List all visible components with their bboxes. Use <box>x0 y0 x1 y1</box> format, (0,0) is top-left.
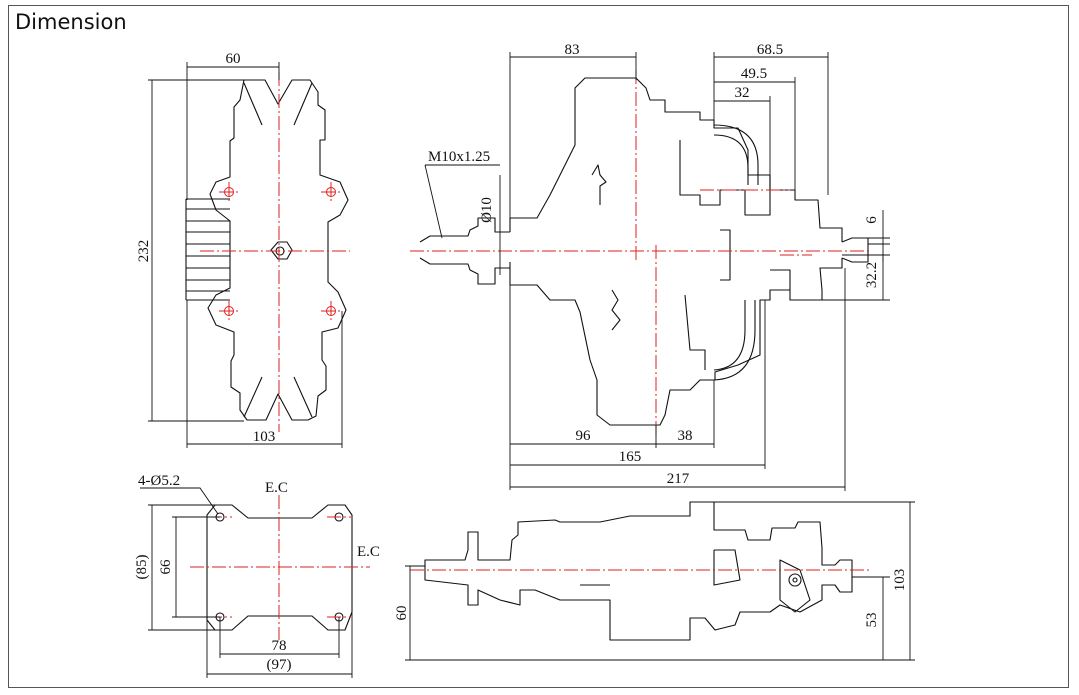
front-view-hole-centerlines <box>219 182 341 321</box>
mount-view: 4-Ø5.2 E.C E.C (85) 66 78 (97) <box>134 473 380 678</box>
front-view-fins <box>185 198 230 301</box>
drawing-title: Dimension <box>15 10 127 34</box>
dim-38-label: 38 <box>678 428 693 444</box>
dim-217-label: 217 <box>667 471 690 487</box>
bottom-view-pivot-bore <box>792 577 798 583</box>
dim-103-line <box>186 300 343 448</box>
dim-60-label: 60 <box>226 51 241 67</box>
dim-97-label: (97) <box>267 657 292 673</box>
dim-60-line <box>186 62 280 200</box>
dim-53-line <box>830 576 890 661</box>
dim-78-label: 78 <box>272 638 287 654</box>
bottom-view: 60 53 103 <box>394 501 915 661</box>
side-view-shaft <box>419 217 869 285</box>
dim-dia-label: Ø10 <box>479 197 495 223</box>
dim-85-label: (85) <box>134 555 150 580</box>
side-view-centerline-v1 <box>635 70 657 435</box>
dim-60b-line <box>405 565 690 661</box>
dim-78-line <box>219 617 340 658</box>
front-view: 60 232 103 <box>136 51 350 448</box>
dim-68-5-line <box>713 52 829 195</box>
dim-49-5-label: 49.5 <box>741 66 767 82</box>
bottom-view-outline <box>424 501 853 641</box>
dim-60b-label: 60 <box>394 606 410 621</box>
dim-68-5-label: 68.5 <box>757 42 783 58</box>
dim-103-label: 103 <box>253 429 276 445</box>
dim-232-label: 232 <box>136 240 152 263</box>
dim-83-label: 83 <box>565 42 580 58</box>
dim-32-label: 32 <box>735 85 750 101</box>
front-view-outline <box>207 79 349 421</box>
dim-97-line <box>206 612 353 678</box>
side-view: 83 68.5 49.5 32 M10x1.25 Ø10 6 32.2 96 3… <box>410 42 890 491</box>
dim-49-5-line <box>714 77 796 190</box>
dim-32-2-label: 32.2 <box>864 262 880 288</box>
dim-232-line <box>148 79 244 422</box>
dim-165-line <box>510 300 766 469</box>
dim-165-label: 165 <box>619 449 642 465</box>
dim-53-label: 53 <box>864 613 880 628</box>
side-view-lower-body <box>509 258 843 426</box>
dim-6-line <box>868 210 890 262</box>
mount-ec-top-label: E.C <box>265 480 288 496</box>
side-view-centerline-v2 <box>700 189 812 256</box>
side-view-upper-body <box>509 77 843 242</box>
bottom-view-inner <box>580 549 811 613</box>
side-view-tube <box>713 124 759 381</box>
dim-38-line <box>656 380 715 448</box>
bottom-view-pivot <box>788 573 802 587</box>
dim-32-line <box>714 96 771 175</box>
dim-217-line <box>510 268 846 491</box>
dim-103b-line <box>690 501 915 661</box>
dim-85-line <box>148 504 215 631</box>
front-view-inner-wing-top <box>243 82 313 126</box>
thread-leader <box>424 164 500 239</box>
dim-103b-label: 103 <box>892 569 908 592</box>
dim-66-line <box>172 516 220 618</box>
side-view-inner-features <box>591 140 791 370</box>
dim-96-label: 96 <box>576 428 592 444</box>
drawing-frame <box>8 5 1069 688</box>
dim-66-label: 66 <box>158 559 174 575</box>
front-view-inner-wing-bottom <box>243 376 313 418</box>
thread-label: M10x1.25 <box>428 149 490 165</box>
dim-83-line <box>509 52 637 232</box>
mount-ec-right-label: E.C <box>357 544 380 560</box>
dim-32-2-line <box>822 254 890 301</box>
mount-plate-outline <box>206 504 353 631</box>
mount-holes-label: 4-Ø5.2 <box>138 473 180 489</box>
front-view-center-hex <box>270 241 293 260</box>
dim-6-label: 6 <box>864 216 880 224</box>
